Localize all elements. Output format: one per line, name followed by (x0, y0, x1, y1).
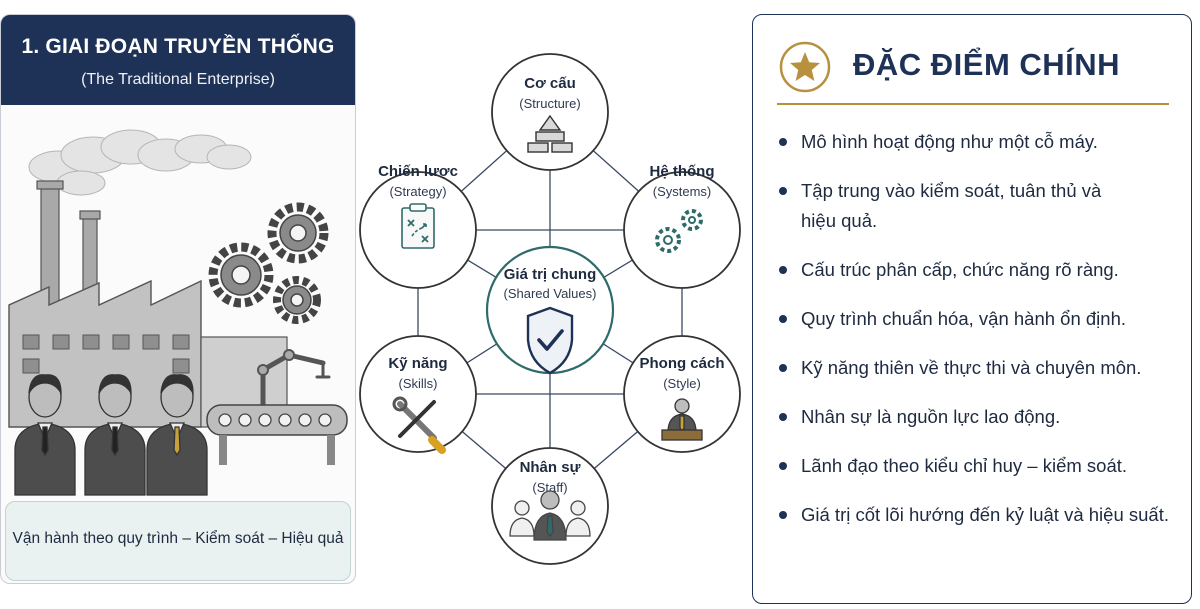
conveyor-belt (206, 404, 348, 465)
people-icon (509, 490, 591, 541)
key-features-card: ĐẶC ĐIỂM CHÍNH Mô hình hoạt động như một… (752, 14, 1192, 604)
gears-icon (655, 209, 703, 253)
node-title: Kỹ năng (388, 355, 447, 372)
feature-list: Mô hình hoạt động như một cỗ máy. Tập tr… (775, 127, 1185, 549)
stage-subtitle: (The Traditional Enterprise) (81, 71, 275, 88)
factory-windows (22, 334, 190, 374)
node-subtitle: (Shared Values) (504, 286, 597, 301)
feature-item: Kỹ năng thiên về thực thi và chuyên môn. (775, 353, 1185, 383)
feature-item: Cấu trúc phân cấp, chức năng rõ ràng. (775, 255, 1185, 285)
node-subtitle: (Staff) (532, 480, 567, 495)
node-subtitle: (Style) (663, 376, 701, 391)
node-skills: Kỹ năng (Skills) (359, 335, 477, 454)
feature-item: Mô hình hoạt động như một cỗ máy. (775, 127, 1185, 157)
smoke-cloud (28, 129, 252, 196)
node-subtitle: (Structure) (519, 96, 580, 111)
shield-check-icon (526, 306, 574, 375)
node-staff: Nhân sự (Staff) (491, 447, 609, 565)
node-title: Chiến lược (378, 163, 458, 180)
node-style: Phong cách (Style) (623, 335, 741, 453)
node-subtitle: (Systems) (653, 184, 712, 199)
node-strategy: Chiến lược (Strategy) (359, 163, 477, 289)
stage-caption: Vận hành theo quy trình – Kiểm soát – Hi… (12, 530, 344, 547)
key-features-title: ĐẶC ĐIỂM CHÍNH (853, 47, 1121, 82)
tools-icon (392, 396, 446, 454)
leader-podium-icon (661, 398, 703, 441)
node-title: Phong cách (639, 355, 724, 372)
feature-item: Quy trình chuẩn hóa, vận hành ổn định. (775, 304, 1185, 334)
robot-arm-icon (257, 349, 331, 408)
feature-item: Lãnh đạo theo kiểu chỉ huy – kiểm soát. (775, 451, 1185, 481)
workers-icon (14, 374, 208, 496)
traditional-stage-card: 1. GIAI ĐOẠN TRUYỀN THỐNG (The Tradition… (0, 14, 356, 584)
feature-item: Giá trị cốt lõi hướng đến kỷ luật và hiệ… (775, 500, 1185, 530)
star-icon (779, 41, 831, 93)
pyramid-icon (527, 114, 573, 153)
node-title: Cơ cấu (524, 75, 576, 92)
title-divider (777, 103, 1169, 105)
gears-icon (208, 202, 329, 324)
stage-caption-box: Vận hành theo quy trình – Kiểm soát – Hi… (5, 501, 351, 581)
clipboard-plan-icon (401, 203, 435, 249)
stage-title: 1. GIAI ĐOẠN TRUYỀN THỐNG (21, 35, 335, 58)
node-subtitle: (Skills) (399, 376, 438, 391)
seven-s-diagram: Giá trị chung (Shared Values) Cơ cấu (St… (359, 53, 741, 565)
node-title: Hệ thống (650, 163, 715, 180)
node-title: Nhân sự (520, 459, 581, 476)
stage-header: 1. GIAI ĐOẠN TRUYỀN THỐNG (The Tradition… (1, 15, 355, 105)
feature-item: Nhân sự là nguồn lực lao động. (775, 402, 1185, 432)
node-subtitle: (Strategy) (389, 184, 446, 199)
feature-item: Tập trung vào kiểm soát, tuân thủ và hiệ… (775, 176, 1141, 236)
node-shared-values: Giá trị chung (Shared Values) (485, 245, 615, 375)
factory-illustration (8, 129, 348, 496)
node-structure: Cơ cấu (Structure) (491, 53, 609, 171)
node-title: Giá trị chung (504, 266, 597, 283)
node-systems: Hệ thống (Systems) (623, 163, 741, 289)
